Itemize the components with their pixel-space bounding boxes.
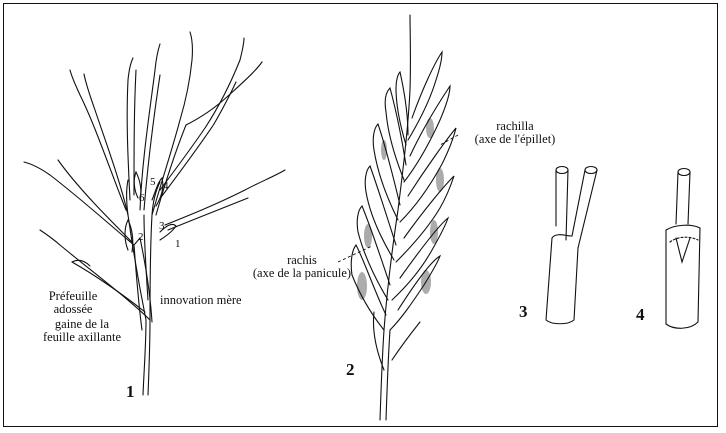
- figure-1-number: 1: [126, 382, 135, 402]
- label-rachis-line-2: (axe de la panicule): [236, 267, 368, 280]
- callout-5: 5: [150, 176, 156, 188]
- callout-2: 2: [138, 231, 144, 243]
- figure-4-number: 4: [636, 305, 645, 325]
- figure-3-number: 3: [519, 302, 528, 322]
- callout-3: 3: [159, 220, 165, 232]
- label-rachilla: rachilla (axe de l'épillet): [460, 120, 570, 146]
- label-innovation: innovation mère: [160, 294, 242, 307]
- label-rachilla-line-2: (axe de l'épillet): [460, 133, 570, 146]
- label-gaine: gaine de la feuille axillante: [26, 318, 138, 344]
- label-prefeuille-line-2: adossée: [28, 303, 118, 316]
- callout-4: 4: [163, 180, 169, 192]
- label-gaine-line-2: feuille axillante: [26, 331, 138, 344]
- label-rachis: rachis (axe de la panicule): [236, 254, 368, 280]
- label-prefeuille: Préfeuille adossée: [28, 290, 118, 316]
- callout-1: 1: [175, 238, 181, 250]
- figure-2-number: 2: [346, 360, 355, 380]
- callout-6: 6: [139, 192, 145, 204]
